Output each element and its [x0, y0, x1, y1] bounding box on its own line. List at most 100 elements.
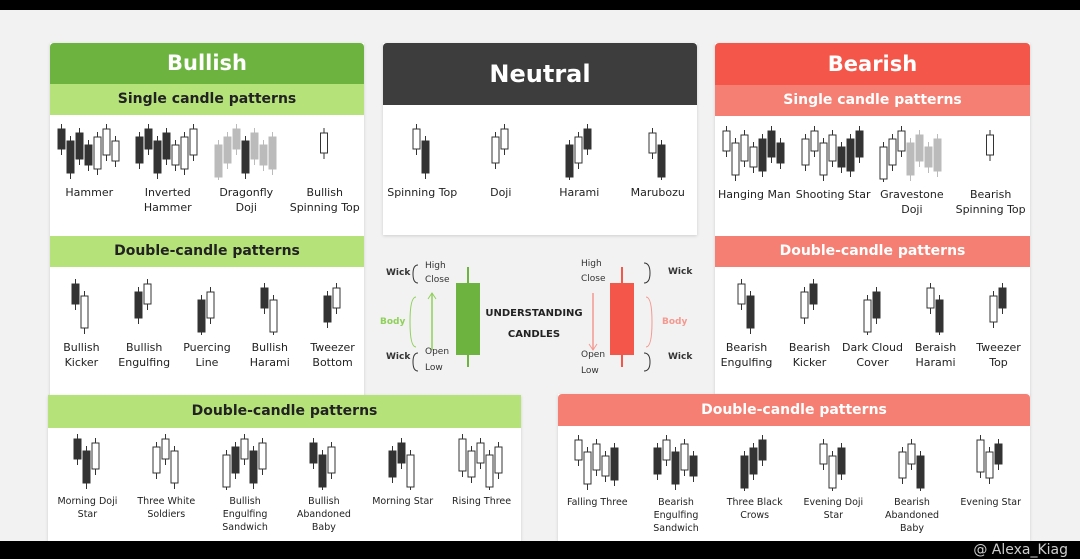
candle-body [500, 128, 509, 150]
pattern-label: Evening Doji Star [803, 497, 864, 521]
candles-icon [863, 287, 880, 335]
candle-body [241, 140, 250, 174]
candle-body [746, 295, 754, 329]
candle-body [810, 130, 819, 152]
candle-body [171, 144, 180, 166]
bottom-left-title: Double-candle patterns [48, 395, 521, 428]
candle-body [906, 142, 915, 176]
candle-body [476, 442, 485, 464]
candle-body [897, 130, 906, 152]
candle-body [319, 132, 328, 154]
candle-body [907, 443, 916, 465]
candle-body [323, 295, 332, 323]
red-low-label: Low [581, 366, 599, 376]
candle-body [249, 450, 258, 484]
green-open-label: Open [425, 347, 450, 357]
candle-body [259, 144, 268, 166]
candles-icon [491, 124, 509, 169]
candle-body [758, 138, 767, 172]
pattern-item: Spinning Top [383, 123, 462, 200]
pattern-label: Bullish Harami [249, 341, 290, 369]
candle-body [332, 287, 341, 309]
pattern-label: Bullish Engulfing [118, 341, 171, 369]
pattern-item: Doji [462, 123, 541, 200]
candle-body [111, 140, 120, 162]
candle-body [933, 138, 942, 172]
pattern-item: Hammer [50, 123, 129, 215]
candle-body [397, 442, 406, 464]
candles-icon [57, 124, 120, 179]
candles-icon [737, 279, 754, 334]
candle-body [998, 287, 1006, 309]
candles-icon [134, 279, 152, 324]
candle-body [180, 136, 189, 170]
candle-body [610, 447, 619, 481]
pattern-item: Falling Three [558, 434, 637, 535]
pattern-item: Shooting Star [794, 125, 873, 217]
pattern-item: Tweezer Bottom [301, 278, 364, 370]
candle-body [994, 443, 1003, 465]
pattern-item: Morning Doji Star [48, 433, 127, 534]
red-close-label: Close [581, 274, 606, 284]
candle-body [269, 299, 278, 333]
candle-body [809, 283, 817, 305]
pattern-label: Three Black Crows [726, 497, 783, 521]
candle-body [135, 136, 144, 164]
pattern-item: Bearish Abandoned Baby [873, 434, 952, 535]
pattern-item: Puercing Line [176, 278, 239, 370]
bearish-panel: Bearish Single candle patterns Hanging M… [715, 43, 1030, 395]
green-high-label: High [425, 261, 446, 271]
pattern-label: Bearish Kicker [788, 341, 831, 369]
green-low-label: Low [425, 363, 443, 373]
pattern-label: Falling Three [567, 497, 628, 508]
candle-body [924, 146, 933, 168]
candle-body [240, 438, 249, 460]
candle-body [223, 136, 232, 164]
red-upper-wick-label: Wick [668, 267, 693, 277]
candle-body [662, 439, 670, 461]
candle-body [879, 146, 888, 180]
candle-body [758, 439, 767, 461]
green-body-label: Body [380, 317, 406, 327]
candle-body [268, 136, 277, 170]
watermark: @ Alexa_Kiag [973, 542, 1068, 558]
neutral-title: Neutral [383, 43, 697, 105]
candle-body [819, 443, 828, 465]
pattern-item: Marubozu [619, 123, 698, 200]
pattern-item: Inverted Hammer [129, 123, 208, 215]
candles-icon [722, 126, 785, 181]
candle-body [574, 136, 583, 164]
bullish-double-title: Double-candle patterns [50, 236, 364, 267]
candle-body [206, 291, 215, 319]
candle-body [485, 454, 494, 488]
candles-icon [648, 128, 666, 180]
green-close-label: Close [425, 275, 450, 285]
pattern-label: Gravestone Doji [880, 188, 944, 216]
candle-body [819, 142, 828, 176]
candle-body [412, 128, 421, 150]
red-body-label: Body [662, 317, 688, 327]
candle-body [680, 443, 688, 471]
bearish-single-title: Single candle patterns [715, 85, 1030, 116]
candle-body [837, 447, 846, 475]
pattern-item: Tweezer Top [967, 278, 1030, 370]
pattern-label: Bullish Engulfing Sandwich [222, 496, 268, 533]
pattern-label: Three White Soldiers [137, 496, 196, 520]
candle-body [421, 140, 430, 174]
candle-body [170, 450, 179, 484]
red-open-label: Open [581, 350, 606, 360]
candle-body [250, 132, 259, 160]
candles-icon [388, 438, 415, 490]
bullish-single-title: Single candle patterns [50, 84, 364, 115]
candle-body [102, 128, 111, 156]
pattern-label: Morning Star [372, 496, 434, 507]
candle-body [653, 447, 661, 475]
candle-body [935, 299, 943, 333]
candles-icon [819, 439, 846, 491]
